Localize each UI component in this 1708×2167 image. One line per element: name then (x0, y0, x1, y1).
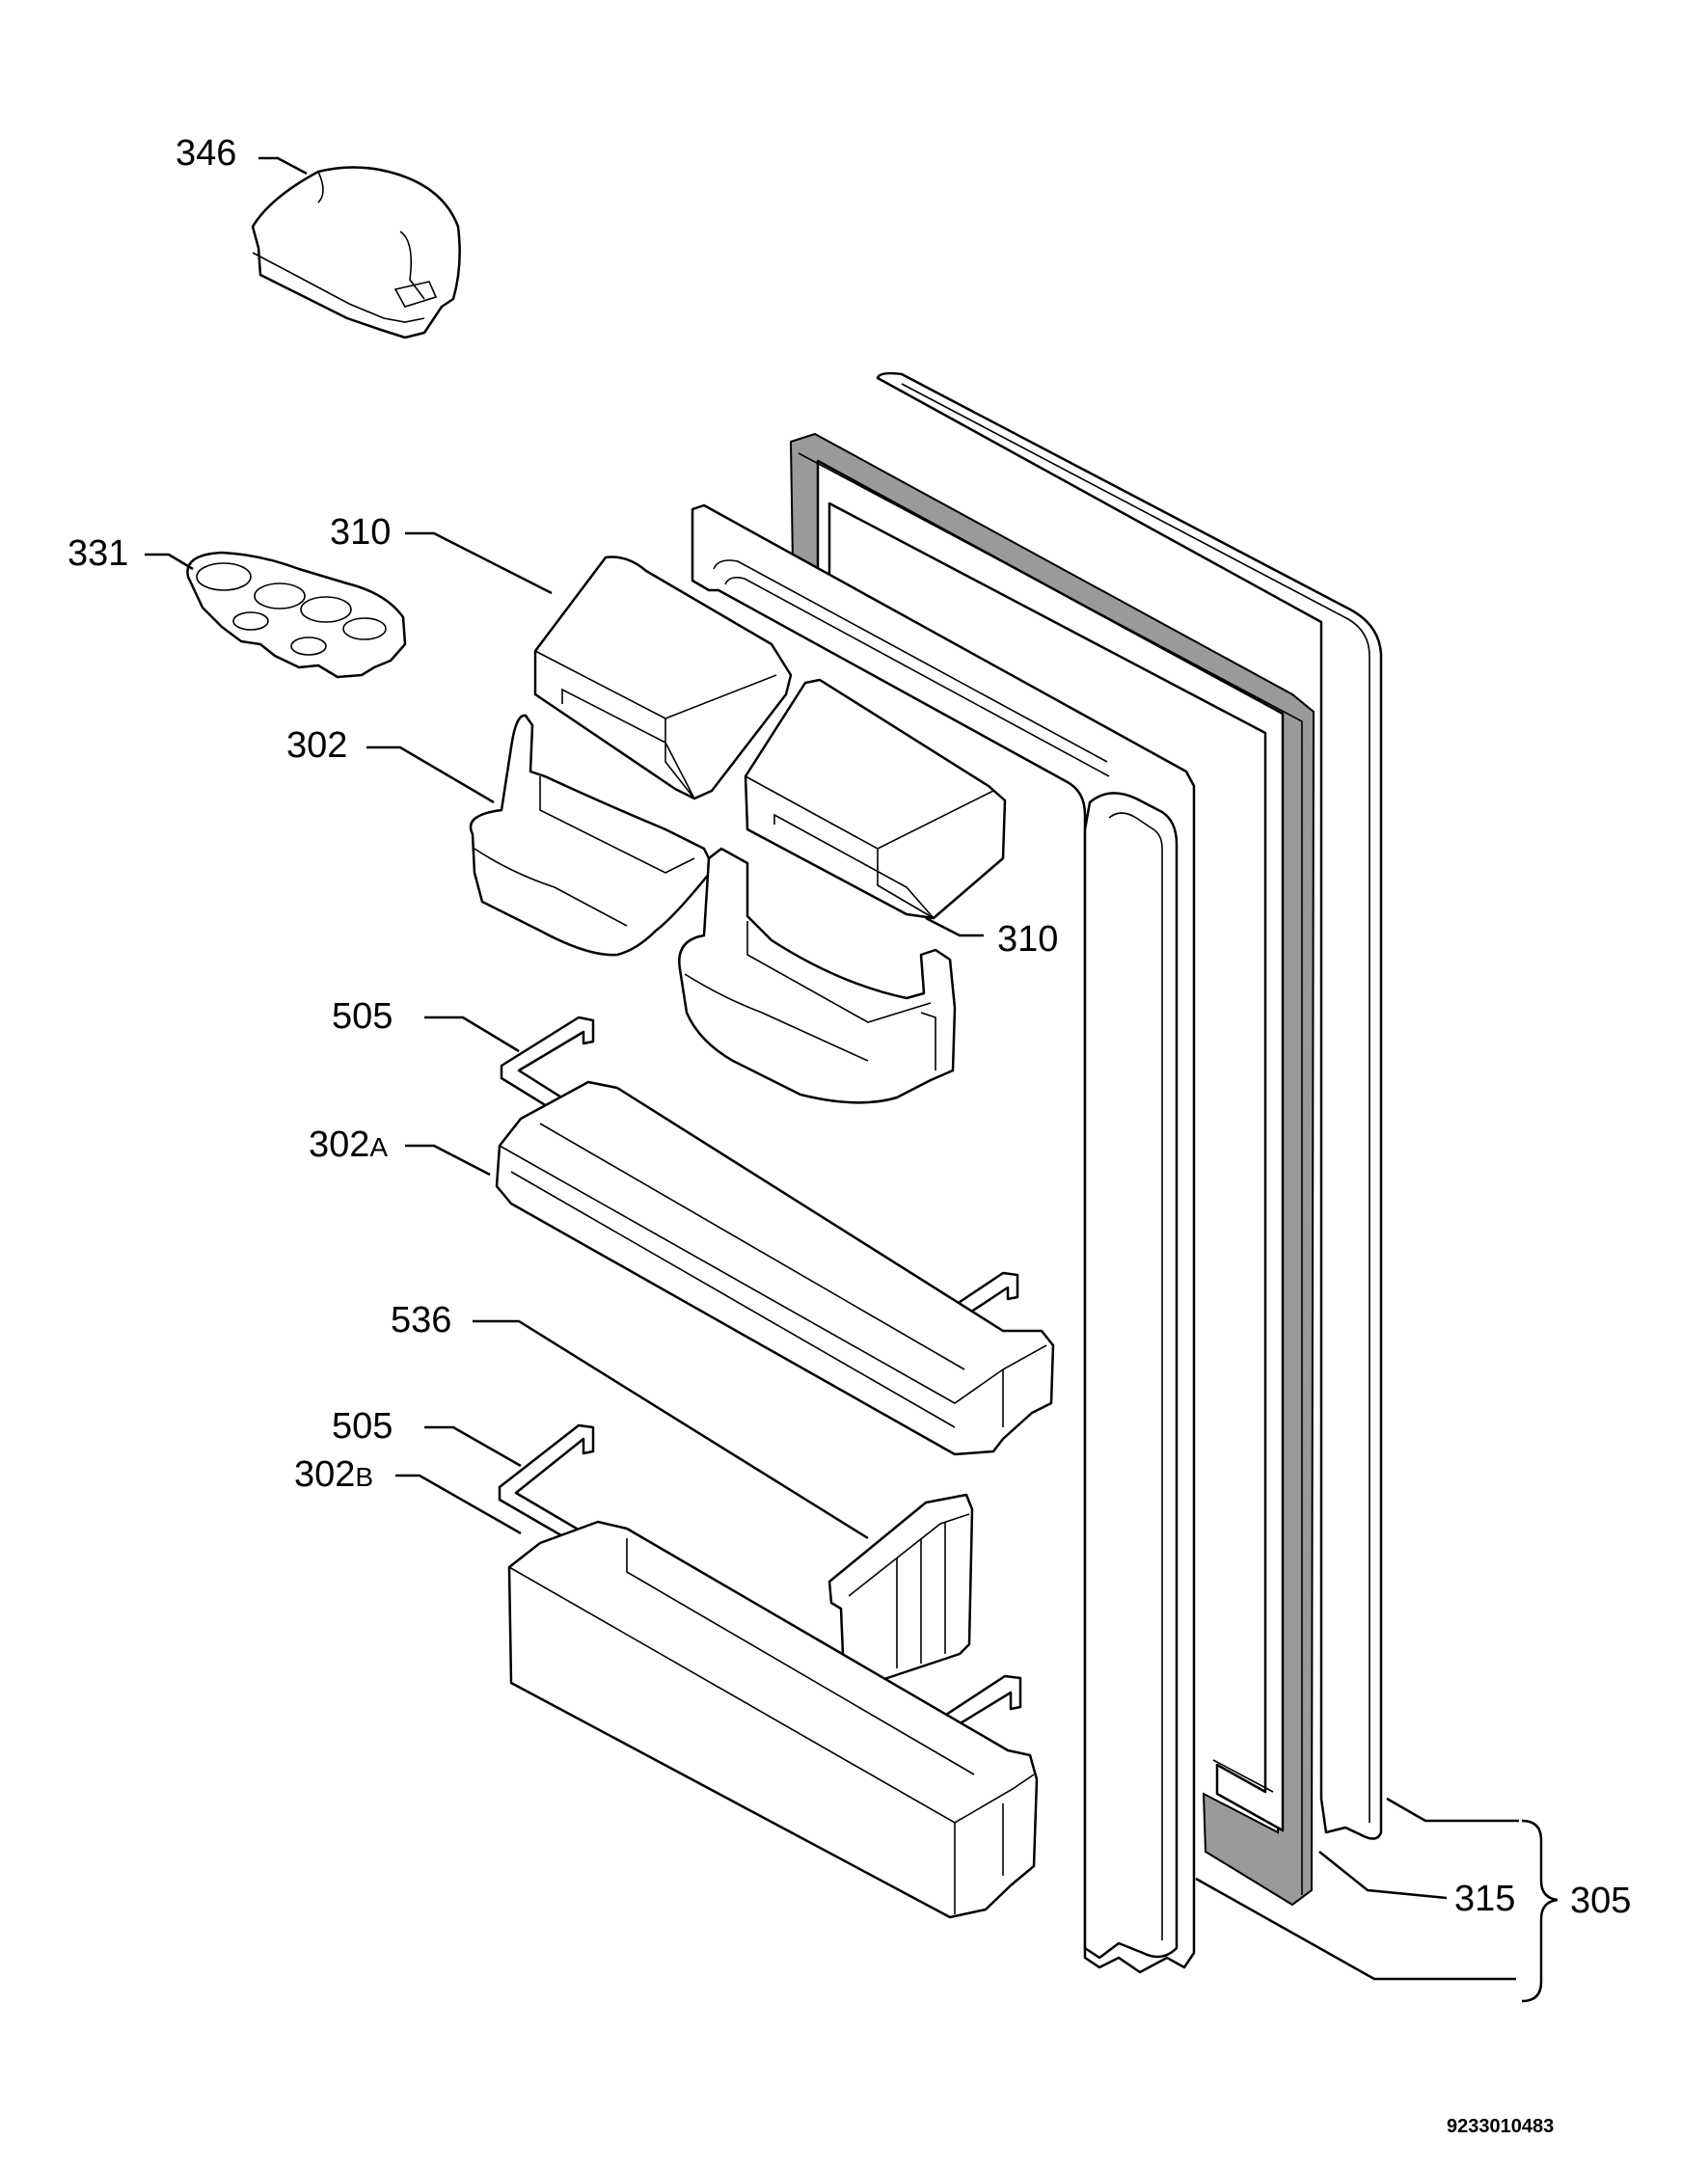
label-310-upper: 310 (330, 512, 392, 553)
label-536: 536 (391, 1300, 452, 1341)
label-315: 315 (1454, 1879, 1516, 1919)
label-505-upper: 505 (332, 996, 393, 1037)
document-id: 9233010483 (1447, 2116, 1555, 2137)
label-310-lower: 310 (997, 919, 1059, 960)
label-331: 331 (68, 533, 129, 574)
label-302: 302 (286, 725, 348, 766)
label-302b-suffix: B (355, 1462, 374, 1492)
part-302b-bottle-shelf (507, 1520, 1039, 1919)
label-302b-number: 302 (294, 1454, 356, 1495)
part-302a-bottle-shelf (495, 1080, 1055, 1456)
label-302b: 302B (294, 1456, 373, 1493)
label-302a-number: 302 (309, 1124, 370, 1165)
door-inner-liner (691, 503, 1274, 1974)
part-302-door-shelf-left (469, 714, 716, 957)
part-346-cover (251, 166, 461, 339)
part-310-dairy-box-left (533, 555, 793, 800)
label-302a-suffix: A (369, 1132, 389, 1162)
label-505-lower: 505 (332, 1406, 393, 1447)
label-305: 305 (1570, 1881, 1632, 1921)
part-302-door-shelf-right (678, 847, 957, 1104)
label-302a: 302A (309, 1126, 388, 1163)
part-505-bottle-guard-lower (498, 1423, 1022, 1747)
group-brace-305 (1521, 1819, 1559, 2003)
label-346: 346 (176, 133, 237, 174)
part-310-dairy-box-right (744, 678, 1007, 920)
part-331-egg-tray (186, 551, 407, 679)
leader-lines (145, 156, 1519, 1981)
door-outer-panel (876, 371, 1383, 1840)
part-536-bottle-divider (827, 1493, 974, 1685)
